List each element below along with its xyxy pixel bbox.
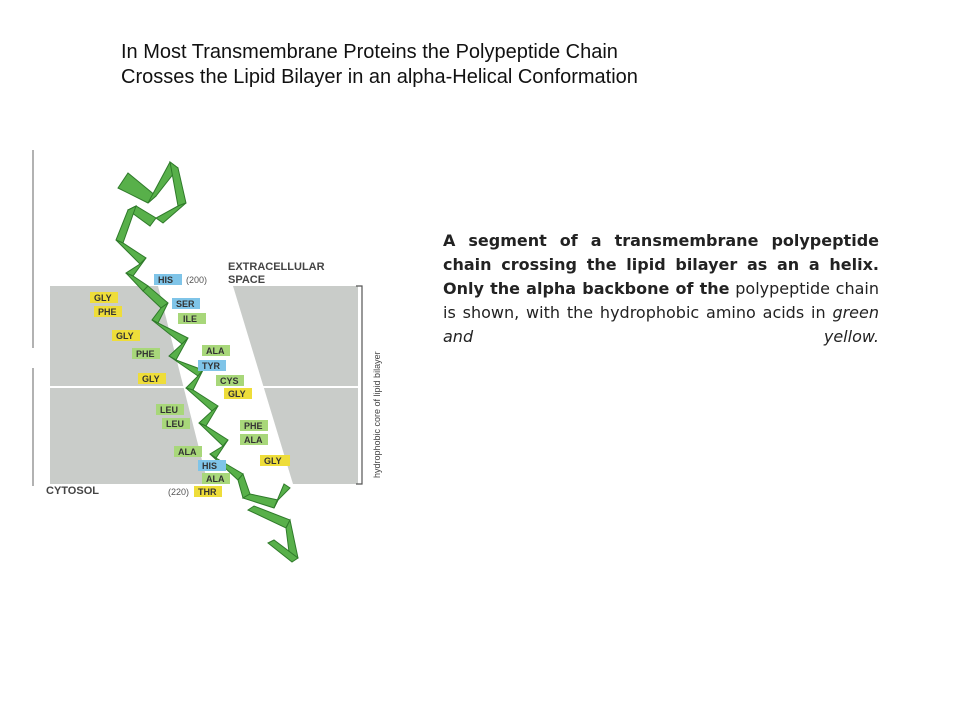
figure-caption: A segment of a transmembrane polypeptide… — [443, 229, 879, 349]
residue-phe-1: PHE — [98, 307, 117, 317]
residue-leu-2: LEU — [166, 419, 184, 429]
extracellular-label-2: SPACE — [228, 274, 265, 286]
residue-gly-3: GLY — [142, 374, 160, 384]
residue-ala-1: ALA — [206, 346, 225, 356]
residue-cys: CYS — [220, 376, 239, 386]
residue-leu-1: LEU — [160, 405, 178, 415]
residue-thr: THR — [198, 487, 217, 497]
residue-labels: HIS (200) GLY SER PHE ILE GLY ALA PHE TY… — [90, 274, 290, 497]
residue-ala-2: ALA — [244, 435, 263, 445]
residue-phe-2: PHE — [136, 349, 155, 359]
title-line-2: Crosses the Lipid Bilayer in an alpha-He… — [121, 66, 638, 88]
residue-number-220: (220) — [168, 487, 189, 497]
residue-ala-3: ALA — [178, 447, 197, 457]
residue-gly-4: GLY — [228, 389, 246, 399]
residue-gly-1: GLY — [94, 293, 112, 303]
caption-italic: green and yellow. — [443, 303, 879, 346]
caption-bold: A segment of a transmembrane polypeptide… — [443, 231, 879, 298]
outer-leaflet-left — [50, 286, 88, 386]
caption-normal: polypeptide chain is shown, with the hyd… — [443, 279, 880, 322]
residue-his-2: HIS — [202, 461, 217, 471]
residue-ile: ILE — [183, 314, 197, 324]
residue-his-200: HIS — [158, 275, 173, 285]
extracellular-label-1: EXTRACELLULAR — [228, 261, 325, 273]
bilayer-bracket — [356, 285, 363, 485]
bilayer-side-label: hydrophobic core of lipid bilayer — [372, 351, 382, 478]
residue-ser: SER — [176, 299, 195, 309]
cytosol-label: CYTOSOL — [46, 485, 99, 497]
residue-phe-3: PHE — [244, 421, 263, 431]
residue-gly-2: GLY — [116, 331, 134, 341]
transmembrane-helix-figure: HIS (200) GLY SER PHE ILE GLY ALA PHE TY… — [28, 148, 408, 568]
figure-svg: HIS (200) GLY SER PHE ILE GLY ALA PHE TY… — [32, 150, 382, 563]
residue-tyr: TYR — [202, 361, 221, 371]
residue-ala-4: ALA — [206, 474, 225, 484]
slide-title: In Most Transmembrane Proteins the Polyp… — [121, 40, 821, 90]
residue-number-200: (200) — [186, 275, 207, 285]
title-line-1: In Most Transmembrane Proteins the Polyp… — [121, 41, 618, 63]
residue-gly-5: GLY — [264, 456, 282, 466]
